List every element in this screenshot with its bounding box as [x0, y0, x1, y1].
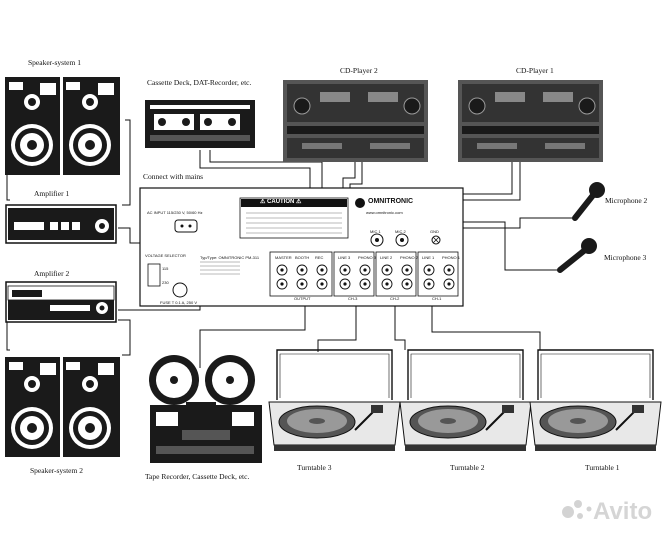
- turntable-3: [268, 349, 401, 451]
- jack-label: LINE 1: [422, 255, 435, 260]
- jack-label: MASTER: [275, 255, 292, 260]
- turntable-1: [529, 349, 662, 451]
- label-turntable-2: Turntable 2: [450, 463, 485, 472]
- microphone-2: [572, 182, 605, 221]
- cable-amp2-speaker2-right: [118, 319, 131, 356]
- panel-caution-text: ⚠ CAUTION ⚠: [260, 199, 302, 205]
- jack-label: LINE 3: [338, 255, 351, 260]
- label-microphone-2: Microphone 2: [605, 196, 648, 205]
- cable-speaker1-right: [122, 119, 131, 206]
- turntables: [268, 349, 662, 451]
- speaker-2-right: [63, 357, 120, 457]
- panel-url-text: www.omnitronic.com: [366, 210, 403, 215]
- panel-type-text: Typ/Type: OMNITRONIC PM-311: [200, 255, 260, 260]
- amplifier-2: [5, 281, 117, 323]
- jack-label: PHONO 3: [358, 255, 377, 260]
- rca-jack-pin: [300, 268, 304, 272]
- jack-label: PHONO 2: [400, 255, 419, 260]
- panel-ch1-text: CH-1: [432, 296, 442, 301]
- rca-jack-pin: [320, 282, 324, 286]
- rca-jacks: [276, 264, 455, 290]
- panel-voltage-selector-text: VOLTAGE SELECTOR: [145, 253, 186, 258]
- jack-label: PHONO 1: [442, 255, 461, 260]
- jack-label: REC: [315, 255, 324, 260]
- jack-label: LINE 2: [380, 255, 393, 260]
- panel-brand-text: OMNITRONIC: [368, 198, 414, 205]
- brand-logo-icon: [355, 198, 365, 208]
- rca-jack-pin: [427, 268, 431, 272]
- rca-jack-pin: [343, 268, 347, 272]
- rca-jack-pin: [280, 282, 284, 286]
- panel-mic2-text: MIC 2: [395, 229, 406, 234]
- tape-recorder: [149, 355, 262, 463]
- rca-jack-pin: [280, 268, 284, 272]
- cable-tt1: [431, 300, 541, 350]
- panel-gnd-text: GND: [430, 229, 439, 234]
- panel-fuse-text: FUSE T 0.1 A, 250 V: [160, 300, 197, 305]
- cable-tt2: [394, 300, 406, 350]
- label-speaker-system-2: Speaker-system 2: [30, 466, 83, 475]
- label-cd-player-1: CD-Player 1: [516, 66, 554, 75]
- label-turntable-1: Turntable 1: [585, 463, 620, 472]
- rca-jack-pin: [385, 282, 389, 286]
- ac-input-socket: [174, 219, 198, 233]
- rca-jack-pin: [300, 282, 304, 286]
- rca-jack-pin: [447, 282, 451, 286]
- cd-player-2: [283, 80, 428, 162]
- panel-230-text: 230: [162, 280, 169, 285]
- avito-watermark-text: Avito: [593, 498, 653, 525]
- label-connect-with-mains: Connect with mains: [143, 172, 203, 181]
- speaker-system-1: [5, 77, 120, 175]
- label-amplifier-1: Amplifier 1: [34, 189, 70, 198]
- label-tape-recorder: Tape Recorder, Cassette Deck, etc.: [145, 472, 250, 481]
- panel-ch3-text: CH-3: [348, 296, 358, 301]
- cassette-deck: [145, 100, 255, 148]
- cable-tt3: [317, 300, 357, 352]
- rca-jack-pin: [363, 268, 367, 272]
- label-microphone-3: Microphone 3: [604, 253, 647, 262]
- label-amplifier-2: Amplifier 2: [34, 269, 70, 278]
- jack-label: BOOTH: [295, 255, 310, 260]
- label-speaker-system-1: Speaker-system 1: [28, 58, 81, 67]
- rca-jack-pin: [343, 282, 347, 286]
- panel-115-text: 115: [162, 266, 169, 271]
- label-turntable-3: Turntable 3: [297, 463, 332, 472]
- label-cd-player-2: CD-Player 2: [340, 66, 378, 75]
- cable-speaker1-left: [6, 175, 10, 201]
- cable-tape-rec: [199, 300, 306, 368]
- amplifier-1: [5, 204, 117, 244]
- rca-jack-pin: [405, 268, 409, 272]
- rca-jack-pin: [320, 268, 324, 272]
- panel-ch2-text: CH-2: [390, 296, 400, 301]
- cd-player-1: [458, 80, 603, 162]
- rca-jack-pin: [447, 268, 451, 272]
- voltage-selector-switch: [147, 263, 161, 287]
- avito-watermark: [562, 500, 592, 519]
- speaker-1-left: [5, 77, 60, 175]
- turntable-2: [399, 349, 532, 451]
- mixer-rear-panel: [139, 187, 464, 307]
- microphone-3: [557, 238, 597, 273]
- rca-jack-pin: [363, 282, 367, 286]
- speaker-system-2: [5, 357, 120, 457]
- panel-output-text: OUTPUT: [294, 296, 311, 301]
- speaker-1-right: [63, 77, 120, 175]
- speaker-2-left: [5, 357, 60, 457]
- rca-jack-pin: [427, 282, 431, 286]
- rca-jack-pin: [385, 268, 389, 272]
- panel-mic1-text: MIC 1: [370, 229, 381, 234]
- fuse-holder: [172, 282, 188, 298]
- panel-ac-input-text: AC INPUT 115/230 V, 50/60 Hz: [147, 210, 203, 215]
- label-cassette-deck: Cassette Deck, DAT-Recorder, etc.: [147, 78, 252, 87]
- rca-jack-pin: [405, 282, 409, 286]
